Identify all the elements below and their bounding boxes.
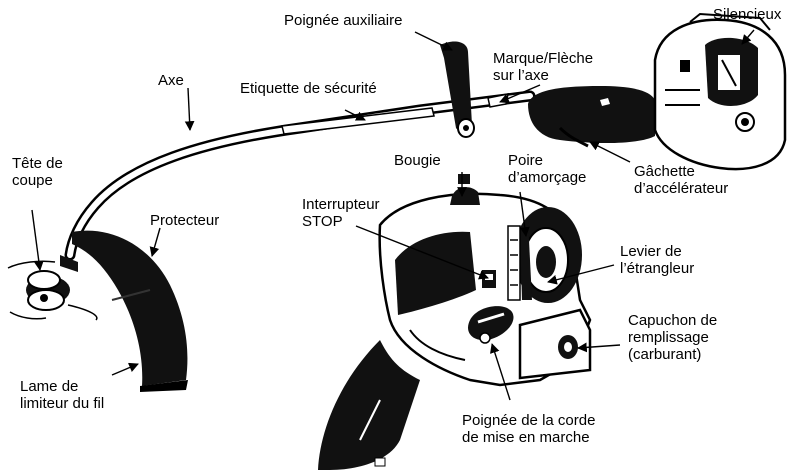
label-starter-rope-handle: Poignée de la corde de mise en marche [462,412,595,446]
label-choke-lever: Levier de l’étrangleur [620,243,694,277]
label-auxiliary-handle: Poignée auxiliaire [284,12,402,29]
label-muffler: Silencieux [713,6,781,23]
lower-shaft-grip [318,340,420,470]
label-primer-bulb: Poire d’amorçage [508,152,586,186]
cutting-head [8,255,97,320]
stop-switch [482,270,496,288]
label-line-limiter-blade: Lame de limiteur du fil [20,378,104,412]
label-fuel-cap: Capuchon de remplissage (carburant) [628,312,717,363]
auxiliary-handle [440,41,474,137]
safety-label-sticker [282,108,434,134]
label-spark-plug: Bougie [394,152,441,169]
label-shaft: Axe [158,72,184,89]
label-stop-switch: Interrupteur STOP [302,196,380,230]
engine-head [655,14,785,169]
label-cutting-head: Tête de coupe [12,155,63,189]
label-guard: Protecteur [150,212,219,229]
label-throttle-trigger: Gâchette d’accélérateur [634,163,728,197]
throttle-grip [528,86,655,146]
label-shaft-mark: Marque/Flèche sur l’axe [493,50,593,84]
label-safety-label: Etiquette de sécurité [240,80,377,97]
